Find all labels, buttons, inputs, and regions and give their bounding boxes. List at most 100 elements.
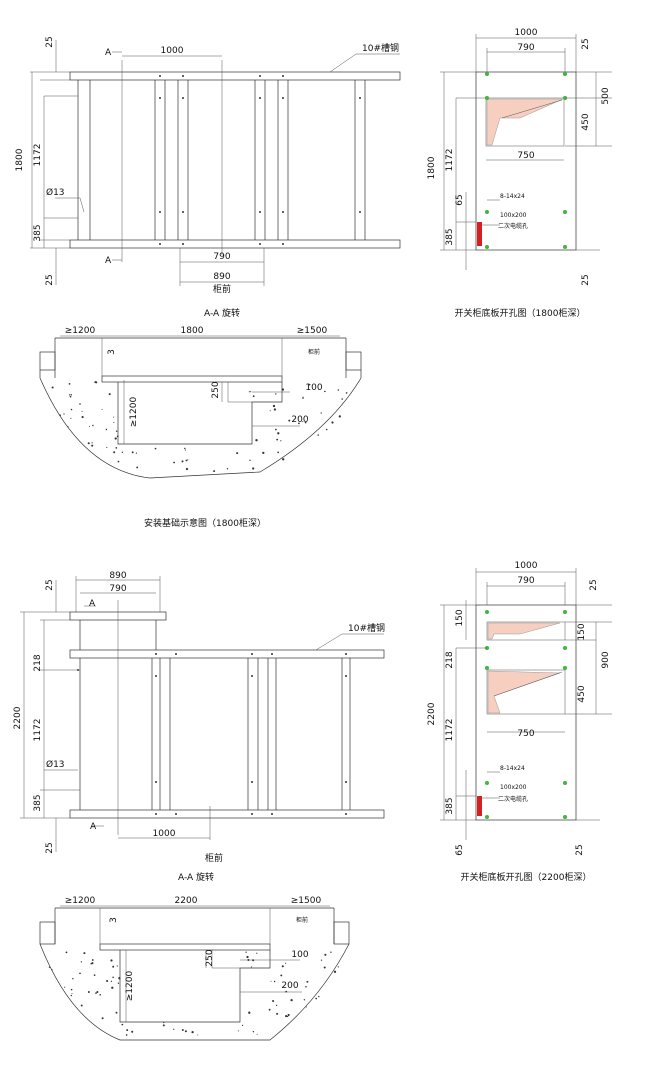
b2-dim-1500-right: ≥1500 xyxy=(291,896,322,906)
concrete-dot xyxy=(255,439,258,442)
concrete-dot xyxy=(72,978,74,980)
concrete-dot xyxy=(293,418,295,420)
concrete-dot xyxy=(68,383,71,385)
concrete-dot xyxy=(288,419,291,422)
concrete-dot xyxy=(187,459,189,461)
concrete-dot xyxy=(113,451,116,454)
concrete-dot xyxy=(302,421,304,423)
h2-dim-150-right: 150 xyxy=(577,623,587,640)
p2-dim-25-top: 25 xyxy=(45,579,55,590)
concrete-dot xyxy=(181,1029,184,1031)
concrete-dot xyxy=(280,974,283,977)
concrete-dot xyxy=(70,408,73,411)
concrete-dot xyxy=(277,451,280,454)
p2-hole-diameter: Ø13 xyxy=(46,759,65,770)
concrete-dot xyxy=(256,1033,258,1035)
h2-dim-1000: 1000 xyxy=(515,561,538,571)
concrete-dot xyxy=(269,410,271,412)
h2-dim-1172: 1172 xyxy=(445,719,455,742)
base-front-label: 柜前 xyxy=(308,348,320,356)
base-dim-1800: 1800 xyxy=(181,326,204,336)
b2-dim-1200-left: ≥1200 xyxy=(65,896,96,906)
p2-channel-steel: 10#槽钢 xyxy=(348,622,385,634)
concrete-dot xyxy=(281,388,285,391)
concrete-dot xyxy=(213,470,216,473)
concrete-dot xyxy=(320,959,323,961)
concrete-dot xyxy=(320,412,322,414)
concrete-dot xyxy=(245,951,247,953)
concrete-dot xyxy=(275,393,277,395)
hole-dim-25-bottom: 25 xyxy=(581,274,591,285)
concrete-dot xyxy=(99,994,101,996)
concrete-dot xyxy=(318,388,320,391)
concrete-dot xyxy=(101,408,103,410)
concrete-dot xyxy=(106,980,109,982)
hole-dim-1172: 1172 xyxy=(445,149,455,172)
concrete-dot xyxy=(108,393,111,396)
b2-dim-2200: 2200 xyxy=(175,896,198,906)
concrete-dot xyxy=(87,991,90,993)
hole-caption: 开关柜底板开孔图（1800柜深） xyxy=(455,307,586,319)
concrete-dot xyxy=(125,1034,128,1036)
concrete-dot xyxy=(270,980,272,982)
concrete-dot xyxy=(83,952,86,955)
base-dim-1500-right: ≥1500 xyxy=(297,326,328,336)
concrete-dot xyxy=(246,955,249,959)
concrete-dot xyxy=(315,997,318,1000)
concrete-dot xyxy=(87,442,90,445)
concrete-dot xyxy=(248,1011,251,1014)
dim-790: 790 xyxy=(213,252,230,262)
concrete-dot xyxy=(79,403,81,405)
concrete-dot xyxy=(118,977,121,980)
concrete-dot xyxy=(112,976,114,979)
concrete-dot xyxy=(323,966,326,969)
p2-dim-1000: 1000 xyxy=(153,829,176,839)
concrete-dot xyxy=(252,467,255,470)
concrete-dot xyxy=(115,1011,118,1014)
concrete-dot xyxy=(154,447,157,450)
concrete-dot xyxy=(275,1004,278,1007)
cable-hole-size-note: 100x200 xyxy=(500,212,527,219)
concrete-dot xyxy=(197,1034,199,1036)
concrete-dot xyxy=(106,446,108,449)
base-dim-200: 200 xyxy=(291,415,308,425)
foundation-section-1800: ≥1200 1800 ≥1500 3 250 100 200 ≥1200 - 柜… xyxy=(39,326,362,529)
concrete-dot xyxy=(185,459,188,462)
concrete-dot xyxy=(116,965,118,967)
concrete-dot xyxy=(341,398,343,400)
concrete-dot xyxy=(105,428,108,431)
hole-dim-500: 500 xyxy=(601,87,611,104)
concrete-dot xyxy=(247,958,250,962)
h2-dim-2200: 2200 xyxy=(427,702,437,725)
concrete-dot xyxy=(69,395,72,398)
dim-25-bottom: 25 xyxy=(45,274,55,285)
p2-front-label: 柜前 xyxy=(205,852,223,864)
base-dim-1200-depth: ≥1200 xyxy=(129,397,139,428)
hole-dim-385: 385 xyxy=(445,228,455,245)
dim-1000: 1000 xyxy=(161,46,184,56)
hole-dim-65: 65 xyxy=(455,194,465,205)
concrete-dot xyxy=(92,424,94,427)
concrete-dot xyxy=(70,988,73,991)
concrete-dot xyxy=(90,963,92,965)
concrete-dot xyxy=(59,414,61,417)
concrete-dot xyxy=(184,449,187,451)
h2-dim-900: 900 xyxy=(601,651,611,668)
concrete-dot xyxy=(237,1030,239,1032)
concrete-dot xyxy=(64,986,66,988)
concrete-dot xyxy=(81,410,83,412)
p2-section-a-bottom: A xyxy=(90,822,97,832)
concrete-dot xyxy=(131,1030,134,1033)
hole-dim-790: 790 xyxy=(517,43,534,53)
concrete-dot xyxy=(262,451,265,455)
concrete-dot xyxy=(71,993,73,995)
concrete-dot xyxy=(113,421,115,424)
concrete-dot xyxy=(268,1008,271,1011)
h2-dim-218: 218 xyxy=(445,651,455,668)
concrete-dot xyxy=(324,953,327,956)
section-mark-a-bottom: A xyxy=(105,256,112,266)
p2-dim-2200: 2200 xyxy=(13,706,23,729)
concrete-dot xyxy=(48,966,51,969)
concrete-dot xyxy=(249,459,251,461)
concrete-dot xyxy=(273,408,277,411)
